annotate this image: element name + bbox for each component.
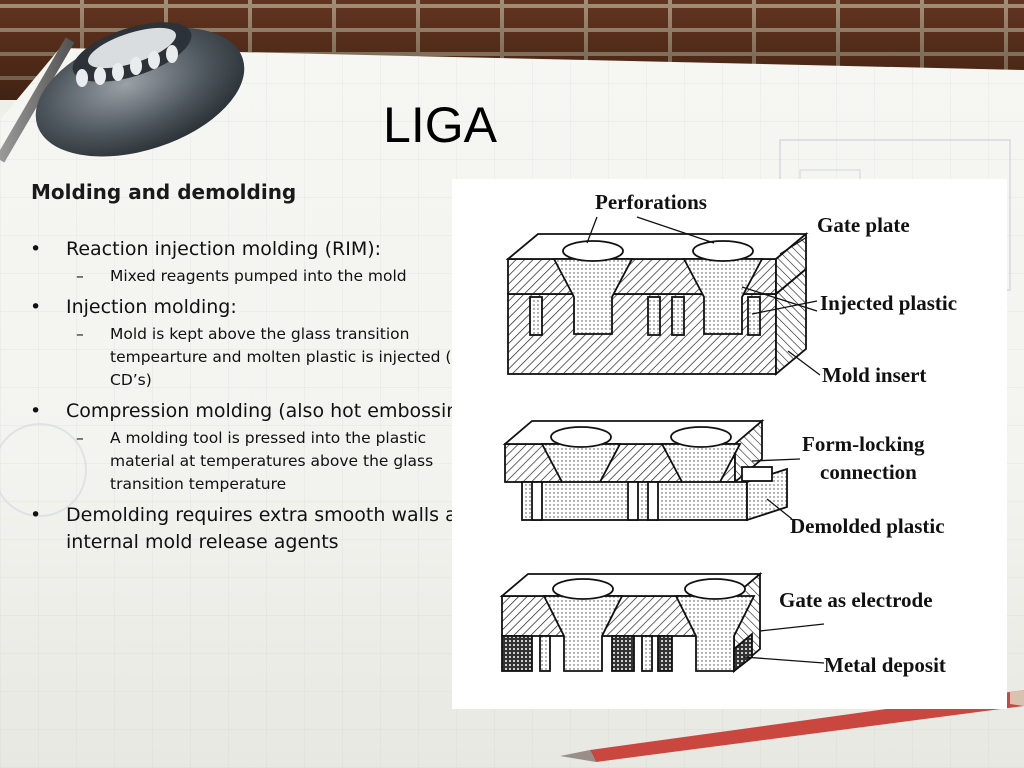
diagram-electroplating (499, 572, 763, 673)
label-perforations: Perforations (595, 190, 707, 214)
molding-diagram: Perforations Gate plate Injected plastic… (499, 190, 957, 677)
sub-bullet-list: Mixed reagents pumped into the mold (66, 265, 490, 288)
bullet-item: Compression molding (also hot embossing)… (30, 398, 490, 496)
sub-bullet-list: A molding tool is pressed into the plast… (66, 427, 490, 496)
bullet-item: Reaction injection molding (RIM): Mixed … (30, 236, 490, 288)
bullet-item: Demolding requires extra smooth walls an… (30, 502, 490, 556)
label-gate-plate: Gate plate (817, 213, 910, 237)
label-demolded-plastic: Demolded plastic (790, 514, 945, 538)
bullet-text: Compression molding (also hot embossing)… (66, 400, 485, 422)
bullet-list: Reaction injection molding (RIM): Mixed … (30, 236, 490, 562)
diagram-demolding (502, 419, 788, 522)
sub-bullet-item: Mixed reagents pumped into the mold (66, 265, 490, 288)
sub-bullet-item: Mold is kept above the glass transition … (66, 323, 490, 392)
bullet-item: Injection molding: Mold is kept above th… (30, 294, 490, 392)
sub-bullet-item: A molding tool is pressed into the plast… (66, 427, 490, 496)
sub-bullet-list: Mold is kept above the glass transition … (66, 323, 490, 392)
leader-lines-2 (751, 458, 801, 520)
label-mold-insert: Mold insert (822, 363, 926, 387)
slide-subtitle: Molding and demolding (31, 180, 297, 204)
slide-title: LIGA (383, 97, 497, 153)
desk-lamp-icon (0, 22, 245, 163)
bullet-text: Reaction injection molding (RIM): (66, 238, 382, 260)
bullet-text: Injection molding: (66, 296, 237, 318)
label-metal-deposit: Metal deposit (824, 653, 946, 677)
label-form-locking: Form-locking (802, 432, 925, 456)
label-connection: connection (820, 460, 917, 484)
label-injected-plastic: Injected plastic (820, 291, 957, 315)
diagram-injection (505, 232, 809, 376)
leader-lines-3 (743, 623, 825, 664)
leader-lines-1 (586, 216, 821, 376)
liga-molding-figure: Perforations Gate plate Injected plastic… (452, 179, 1007, 709)
bullet-text: Demolding requires extra smooth walls an… (66, 504, 481, 553)
label-gate-as-electrode: Gate as electrode (779, 588, 933, 612)
